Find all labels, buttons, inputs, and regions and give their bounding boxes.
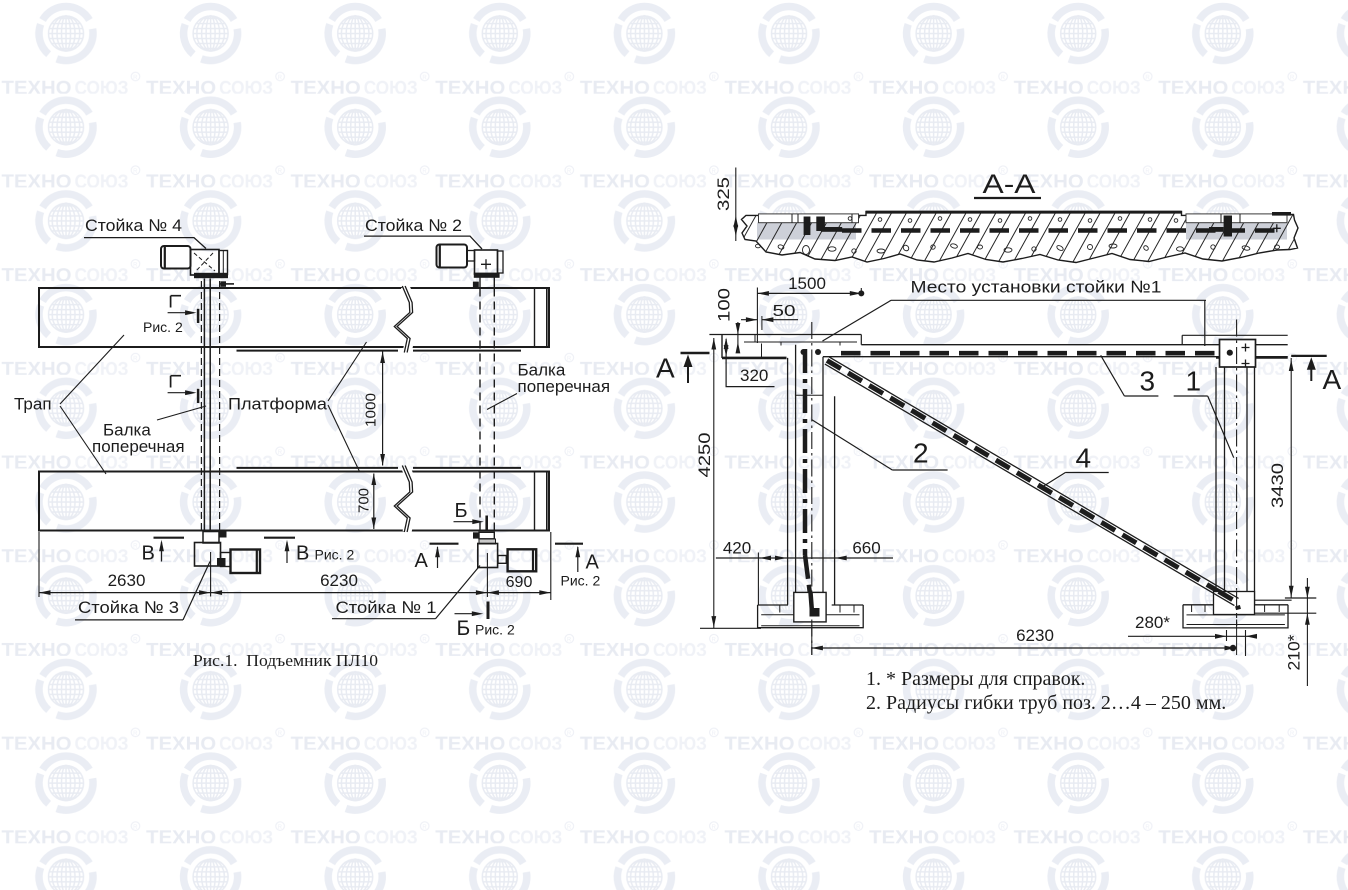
- svg-text:325: 325: [714, 177, 733, 211]
- svg-text:Балка: Балка: [518, 361, 566, 380]
- svg-text:Б: Б: [457, 617, 471, 640]
- svg-text:В: В: [296, 543, 309, 565]
- svg-text:Б: Б: [455, 500, 468, 522]
- svg-text:210*: 210*: [1285, 634, 1304, 670]
- svg-text:700: 700: [356, 488, 373, 513]
- svg-text:Рис. 2: Рис. 2: [561, 573, 601, 589]
- svg-text:Платформа: Платформа: [228, 395, 328, 414]
- svg-text:420: 420: [723, 539, 751, 558]
- svg-text:4: 4: [1076, 442, 1092, 473]
- svg-text:3430: 3430: [1268, 463, 1287, 508]
- svg-text:6230: 6230: [1016, 626, 1054, 645]
- svg-text:Балка: Балка: [103, 421, 151, 440]
- svg-text:Стойка № 2: Стойка № 2: [365, 216, 462, 235]
- svg-text:Место установки стойки №1: Место установки стойки №1: [911, 278, 1162, 297]
- svg-text:3: 3: [1140, 366, 1156, 397]
- svg-text:А: А: [1323, 364, 1342, 395]
- svg-text:В: В: [142, 543, 155, 565]
- svg-text:280*: 280*: [1135, 613, 1170, 632]
- svg-text:4250: 4250: [695, 433, 714, 478]
- svg-text:50: 50: [773, 303, 796, 320]
- svg-text:Стойка № 4: Стойка № 4: [85, 216, 182, 235]
- svg-text:Рис.1. Подъемник ПЛ10: Рис.1. Подъемник ПЛ10: [193, 651, 378, 670]
- svg-text:2: 2: [913, 438, 929, 469]
- svg-text:Стойка № 1: Стойка № 1: [336, 598, 437, 617]
- svg-text:100: 100: [715, 288, 734, 322]
- svg-text:690: 690: [506, 574, 533, 591]
- svg-text:поперечная: поперечная: [518, 377, 611, 396]
- svg-text:1500: 1500: [788, 274, 826, 293]
- svg-text:2630: 2630: [108, 571, 146, 590]
- svg-text:2. Радиусы гибки труб поз. 2…4: 2. Радиусы гибки труб поз. 2…4 – 250 мм.: [866, 692, 1226, 714]
- svg-text:Рис. 2: Рис. 2: [143, 319, 183, 335]
- svg-text:320: 320: [740, 366, 768, 385]
- svg-text:6230: 6230: [320, 571, 358, 590]
- svg-text:1: 1: [1186, 366, 1202, 397]
- svg-text:А: А: [586, 552, 600, 574]
- svg-text:1000: 1000: [363, 393, 380, 427]
- svg-text:Трап: Трап: [14, 395, 52, 414]
- svg-text:1. * Размеры для справок.: 1. * Размеры для справок.: [866, 668, 1085, 690]
- svg-text:Рис. 2: Рис. 2: [315, 547, 355, 563]
- svg-text:А: А: [656, 353, 675, 384]
- svg-text:А: А: [415, 550, 429, 572]
- svg-text:А-А: А-А: [983, 169, 1036, 199]
- svg-text:660: 660: [852, 539, 880, 558]
- svg-text:Стойка № 3: Стойка № 3: [78, 598, 179, 617]
- svg-text:Рис. 2: Рис. 2: [475, 622, 515, 638]
- svg-text:поперечная: поперечная: [92, 437, 185, 456]
